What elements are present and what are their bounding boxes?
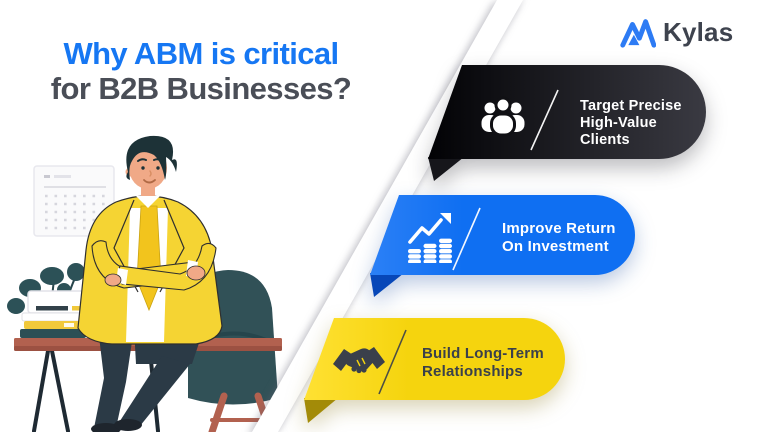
head [125, 135, 177, 208]
growth-coins-icon [408, 213, 452, 263]
divider-line [378, 329, 407, 395]
calendar [33, 165, 115, 237]
banner-shape [370, 195, 635, 297]
banner-fold [370, 273, 404, 297]
banner-fold [304, 398, 338, 423]
banner-improve-roi: Improve Return On Investment [352, 190, 652, 305]
page-title: Why ABM is critical for B2B Businesses? [36, 36, 366, 106]
title-line-1: Why ABM is critical [63, 36, 339, 71]
book-stack [20, 290, 86, 338]
crossed-arms [91, 240, 217, 291]
banner-label: Build Long-Term Relationships [422, 345, 544, 380]
man [77, 135, 223, 432]
kylas-logo: Kylas [620, 16, 733, 48]
hair [126, 135, 177, 180]
kylas-logo-text: Kylas [663, 17, 734, 47]
office-illustration [7, 135, 282, 432]
title-line-2: for B2B Businesses? [50, 71, 352, 106]
banner-build-relationships: Build Long-Term Relationships [284, 312, 584, 430]
divider-line [530, 89, 559, 151]
banner-label: Target Precise High-Value Clients [580, 98, 682, 148]
banner-fold [428, 157, 464, 181]
banner-shape [304, 318, 565, 423]
banner-label: Improve Return On Investment [502, 220, 616, 255]
handshake-icon [333, 347, 385, 374]
people-group-icon [481, 96, 525, 137]
banner-target-clients: Target Precise High-Value Clients [408, 62, 708, 187]
divider-line [452, 207, 481, 271]
kylas-logo-icon [620, 19, 656, 48]
